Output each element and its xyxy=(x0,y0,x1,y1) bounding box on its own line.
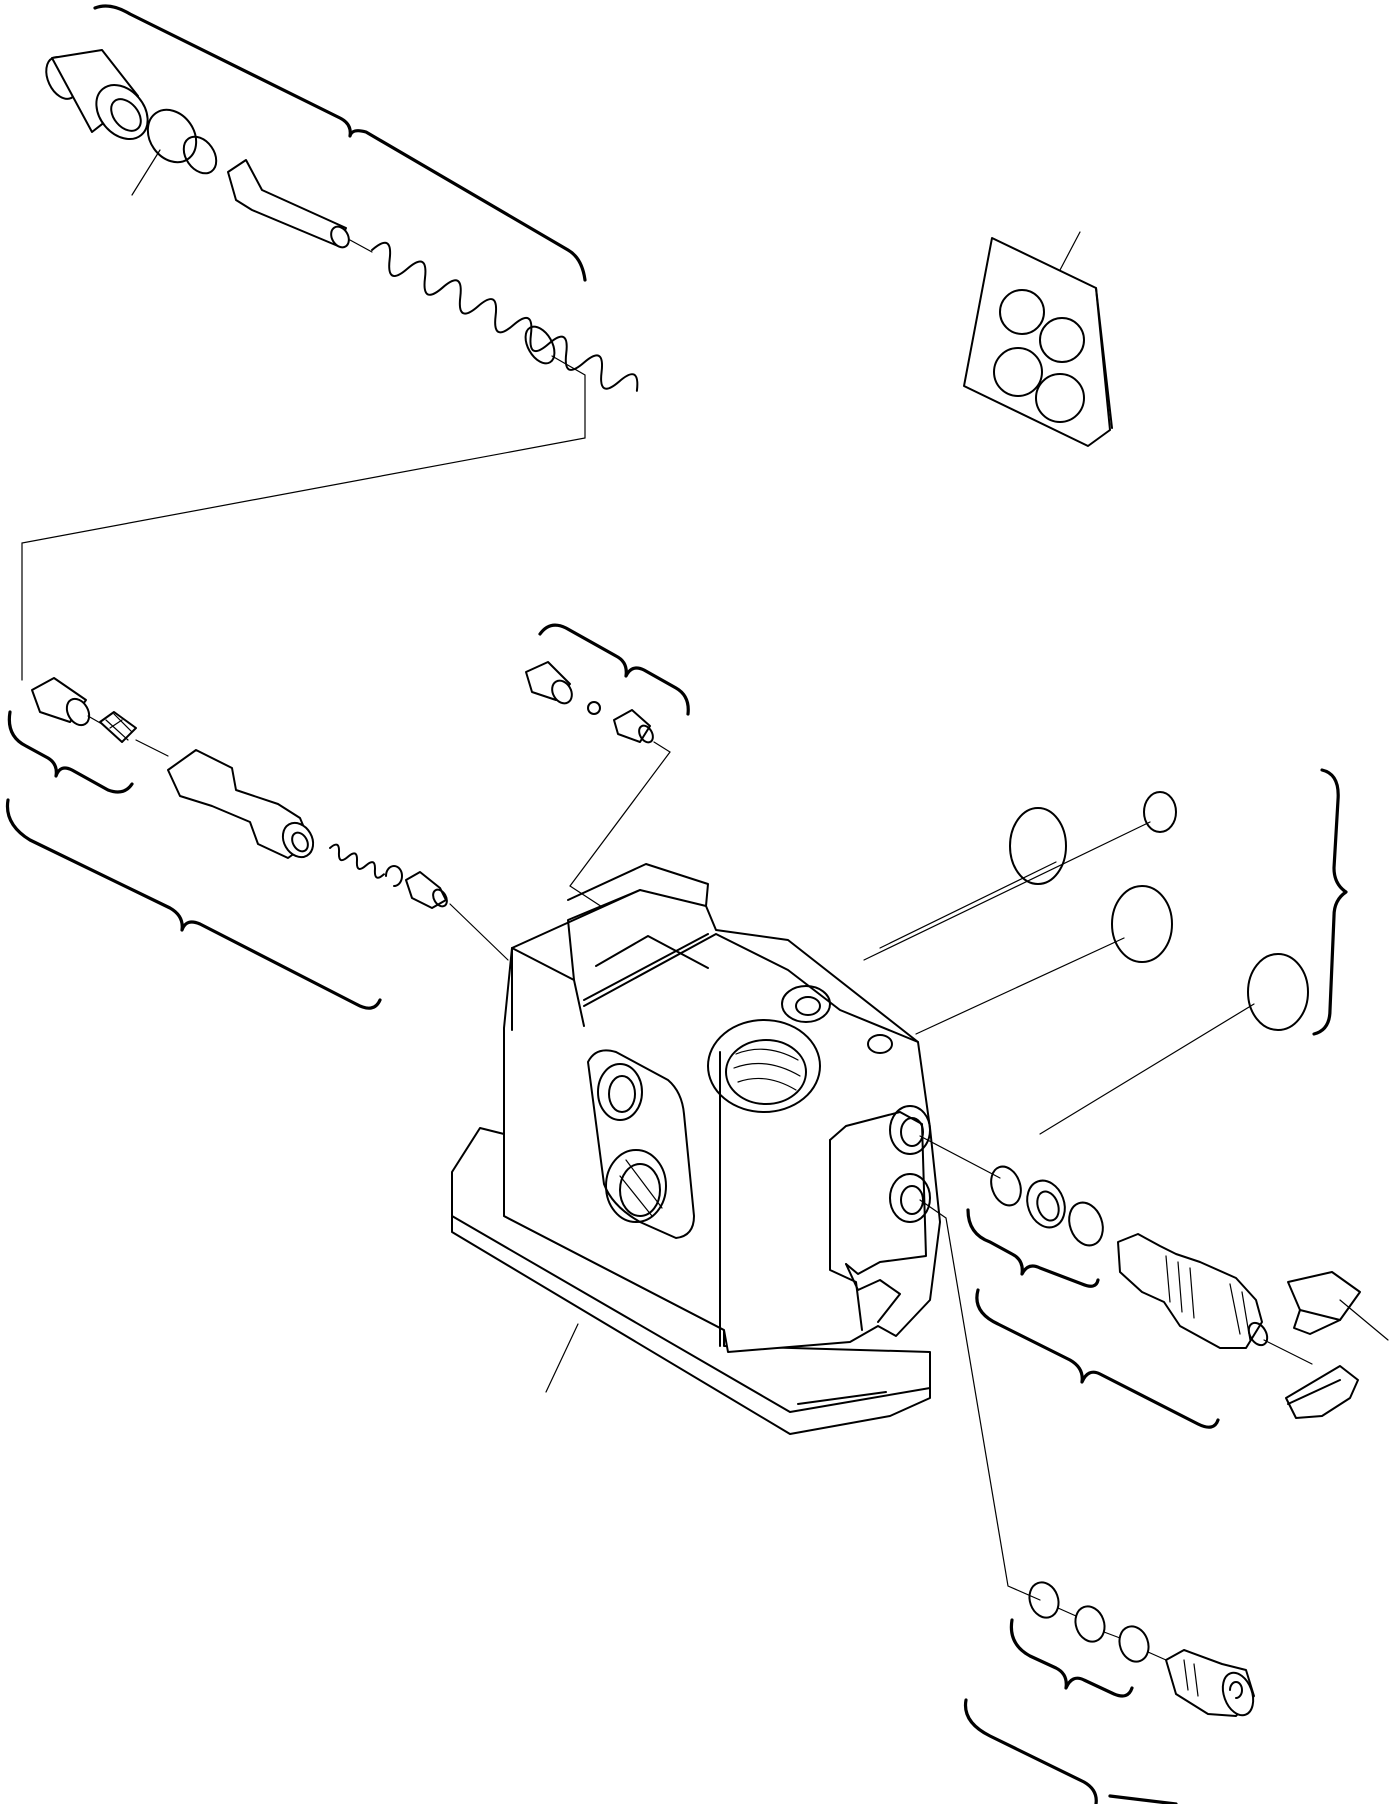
check-valve-assembly xyxy=(525,623,690,921)
body-base xyxy=(451,1127,931,1435)
brace-upper-assembly xyxy=(93,4,587,282)
lower-plug-assembly xyxy=(963,1581,1255,1804)
valve-cap-upper xyxy=(1287,1271,1389,1341)
o-ring-large-top xyxy=(146,108,198,164)
lower-plug xyxy=(1165,1649,1255,1717)
valve-body xyxy=(451,863,941,1435)
spring xyxy=(371,241,639,392)
leader-o-ring xyxy=(131,149,161,196)
small-spring xyxy=(329,843,385,879)
brace-check-valve xyxy=(538,623,690,716)
brace-right xyxy=(1312,768,1348,1036)
relief-valve-cartridge xyxy=(1117,1233,1269,1349)
o-ring-small-top xyxy=(182,135,218,175)
leader-relief-valve xyxy=(919,1199,1041,1601)
seal-ring-4 xyxy=(1035,373,1085,423)
side-flange xyxy=(829,1111,927,1275)
backup-ring xyxy=(1026,1179,1066,1229)
top-port-small xyxy=(781,985,831,1023)
top-pin-hole xyxy=(867,1034,893,1054)
brace-lower-small xyxy=(1009,1618,1134,1698)
filter-screen xyxy=(99,711,137,743)
seal-ring-1 xyxy=(999,289,1045,335)
left-spool-assembly xyxy=(5,677,509,1010)
right-port-lower xyxy=(889,1173,931,1223)
left-port-plate xyxy=(587,1049,695,1239)
poppet-left xyxy=(405,871,448,909)
leader-upper-assembly xyxy=(21,355,586,681)
brace-large-left xyxy=(5,798,382,1010)
right-port-upper xyxy=(889,1105,931,1155)
lower-o-ring-3 xyxy=(1118,1625,1150,1663)
o-ring-r3 xyxy=(1111,885,1173,963)
seal-kit-package xyxy=(963,231,1113,447)
seal-ring-2 xyxy=(1039,317,1085,363)
brace-small-left xyxy=(7,710,134,794)
seal-ring-3 xyxy=(993,347,1043,397)
check-plug xyxy=(525,661,573,705)
right-o-ring-group xyxy=(863,768,1348,1135)
check-seat xyxy=(613,709,654,744)
brace-relief-large xyxy=(975,1288,1220,1429)
valve-cap-lower xyxy=(1285,1365,1359,1419)
retaining-ring-left xyxy=(385,865,403,887)
brace-lower-large xyxy=(963,1698,1178,1804)
lower-o-ring-2 xyxy=(1074,1605,1106,1643)
o-ring-r4 xyxy=(1247,953,1309,1031)
check-ball xyxy=(587,701,601,715)
relief-o-ring-2 xyxy=(1068,1201,1104,1247)
brace-relief-small xyxy=(966,1208,1100,1288)
top-port-large xyxy=(707,1019,821,1113)
leader-check-valve xyxy=(569,741,671,921)
lower-o-ring-1 xyxy=(1028,1581,1060,1619)
leader-body xyxy=(545,1323,579,1393)
left-port-lower xyxy=(605,1149,667,1223)
spool xyxy=(227,159,350,249)
relief-o-ring-1 xyxy=(990,1165,1022,1207)
upper-spool-assembly xyxy=(21,4,639,681)
left-port-upper xyxy=(597,1063,643,1121)
plug-cap xyxy=(45,49,149,140)
piston xyxy=(167,749,315,859)
relief-valve-assembly xyxy=(919,1135,1389,1601)
o-ring-r2 xyxy=(1009,807,1067,885)
small-plug-left xyxy=(31,677,91,727)
o-ring-r1 xyxy=(1143,791,1177,833)
leader-left-assembly xyxy=(449,903,509,961)
